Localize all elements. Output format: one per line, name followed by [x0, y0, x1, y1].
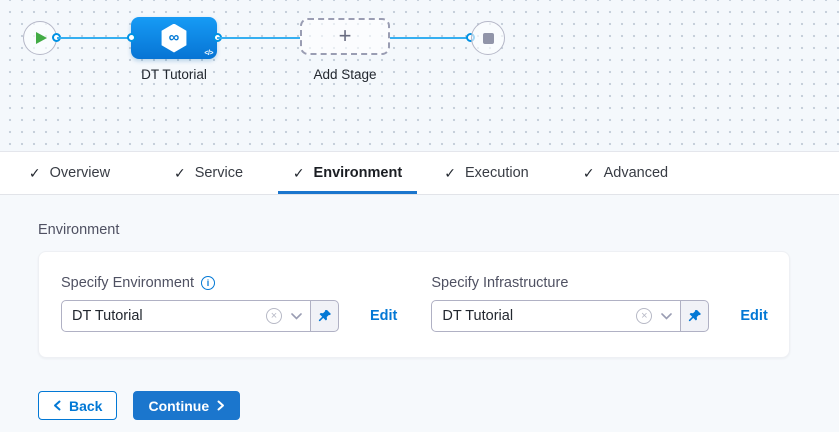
stop-icon — [482, 32, 494, 44]
flow-line — [57, 37, 131, 39]
environment-select[interactable]: DT Tutorial × — [61, 300, 311, 332]
environment-select-value: DT Tutorial — [72, 308, 143, 324]
flow-line — [217, 37, 300, 39]
check-icon: ✓ — [28, 164, 41, 181]
pin-button[interactable] — [311, 300, 339, 332]
tab-overview[interactable]: ✓ Overview — [28, 164, 111, 182]
check-icon: ✓ — [173, 164, 186, 181]
pin-icon — [318, 310, 331, 322]
section-title: Environment — [38, 222, 120, 238]
plus-icon: + — [338, 22, 352, 48]
wizard-footer: Back Continue — [38, 391, 839, 420]
clear-icon[interactable]: × — [266, 308, 282, 324]
edit-infrastructure-link[interactable]: Edit — [740, 308, 768, 324]
pipeline-canvas: ∞ </> DT Tutorial + Add Stage — [0, 0, 839, 152]
back-button[interactable]: Back — [38, 391, 118, 420]
play-icon — [36, 32, 47, 44]
pipeline-end-node — [471, 21, 505, 55]
code-view-icon: </> — [204, 50, 213, 57]
stage-in-port — [126, 32, 136, 42]
cd-stage-icon: ∞ — [161, 23, 187, 53]
check-icon: ✓ — [444, 164, 457, 181]
chevron-down-icon[interactable] — [291, 312, 302, 320]
check-icon: ✓ — [292, 164, 305, 181]
chevron-left-icon — [54, 400, 61, 411]
chevron-right-icon — [217, 400, 225, 411]
tab-execution[interactable]: ✓ Execution — [444, 164, 529, 182]
chevron-down-icon[interactable] — [661, 312, 673, 320]
field-label: Specify Environment — [61, 275, 194, 291]
stage-node-dt-tutorial[interactable]: ∞ </> — [131, 17, 217, 59]
stage-tabs: ✓ Overview ✓ Service ✓ Environment ✓ Exe… — [0, 152, 839, 195]
pipeline-start-node — [23, 21, 57, 55]
tab-service[interactable]: ✓ Service — [173, 164, 244, 182]
info-icon[interactable]: i — [200, 276, 215, 290]
stage-node-label: DT Tutorial — [141, 67, 207, 82]
infrastructure-field: Specify Infrastructure DT Tutorial × — [431, 275, 768, 332]
tab-environment[interactable]: ✓ Environment — [278, 152, 417, 194]
environment-card: Specify Environment i DT Tutorial × — [38, 251, 790, 358]
environment-tab-panel: Environment Specify Environment i DT Tut… — [0, 195, 839, 432]
tab-advanced[interactable]: ✓ Advanced — [582, 164, 669, 182]
pin-button[interactable] — [681, 300, 710, 332]
add-stage-button[interactable]: + — [300, 18, 390, 55]
edit-environment-link[interactable]: Edit — [370, 308, 398, 324]
infrastructure-select-value: DT Tutorial — [442, 308, 514, 324]
continue-button[interactable]: Continue — [133, 391, 241, 420]
clear-icon[interactable]: × — [636, 308, 653, 324]
pin-icon — [688, 310, 701, 322]
field-label: Specify Infrastructure — [431, 275, 569, 291]
environment-field: Specify Environment i DT Tutorial × — [61, 275, 397, 332]
check-icon: ✓ — [582, 164, 595, 181]
flow-line — [390, 37, 468, 39]
add-stage-label: Add Stage — [313, 67, 377, 82]
infrastructure-select[interactable]: DT Tutorial × — [431, 300, 682, 332]
